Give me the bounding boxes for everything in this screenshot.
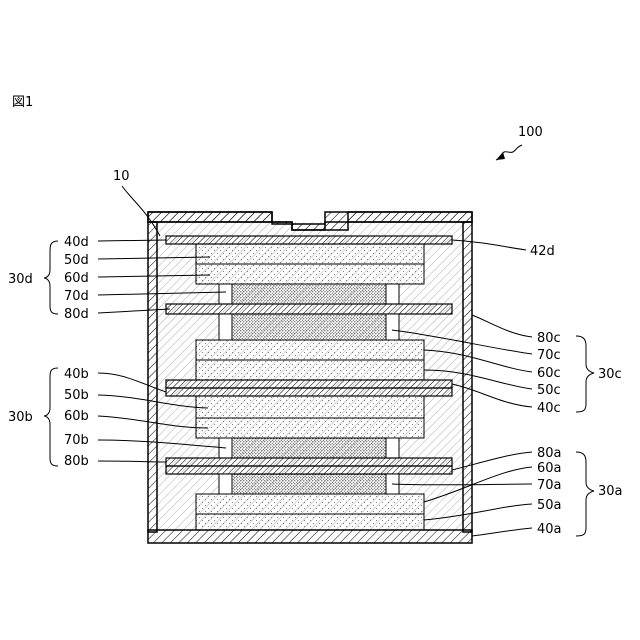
label-60b: 60b [64, 409, 89, 424]
plate-80d [166, 304, 452, 314]
label-50a: 50a [537, 498, 562, 513]
label-80c: 80c [537, 331, 561, 346]
spacer-70b-right [386, 438, 399, 458]
label-40b: 40b [64, 367, 89, 382]
layer-70c [232, 314, 386, 340]
label-10: 10 [113, 169, 130, 184]
layer-70a [232, 474, 386, 494]
label-60a: 60a [537, 461, 562, 476]
spacer-70a-left [219, 474, 232, 494]
label-30a: 30a [598, 484, 623, 499]
plate-40b [166, 388, 452, 396]
layer-50b [196, 396, 424, 418]
label-100: 100 [518, 125, 543, 140]
layer-70d [232, 284, 386, 304]
plate-40c [166, 380, 452, 388]
label-30b: 30b [8, 410, 33, 425]
label-40a: 40a [537, 522, 562, 537]
layer-70b [232, 438, 386, 458]
plate-40d [166, 236, 452, 244]
plate-80b [166, 458, 452, 466]
layer-50a [196, 514, 424, 530]
layer-50c [196, 360, 424, 380]
label-50d: 50d [64, 253, 89, 268]
label-42d: 42d [530, 244, 555, 259]
layer-60b [196, 418, 424, 438]
spacer-70d-left [219, 284, 232, 304]
label-70a: 70a [537, 478, 562, 493]
label-40d: 40d [64, 235, 89, 250]
label-60c: 60c [537, 366, 561, 381]
spacer-70d-right [386, 284, 399, 304]
layer-60a [196, 494, 424, 514]
label-70c: 70c [537, 348, 561, 363]
label-80a: 80a [537, 446, 562, 461]
layer-60d [196, 264, 424, 284]
label-70d: 70d [64, 289, 89, 304]
label-30c: 30c [598, 367, 622, 382]
label-40c: 40c [537, 401, 561, 416]
label-80d: 80d [64, 307, 89, 322]
layer-50d [196, 244, 424, 264]
label-80b: 80b [64, 454, 89, 469]
label-50c: 50c [537, 383, 561, 398]
layer-60c [196, 340, 424, 360]
label-60d: 60d [64, 271, 89, 286]
plate-80a [166, 466, 452, 474]
spacer-70c-right [386, 314, 399, 340]
figure-title: 図1 [12, 95, 33, 110]
label-30d: 30d [8, 272, 33, 287]
arrow-100 [496, 152, 505, 160]
label-70b: 70b [64, 433, 89, 448]
label-50b: 50b [64, 388, 89, 403]
spacer-70c-left [219, 314, 232, 340]
